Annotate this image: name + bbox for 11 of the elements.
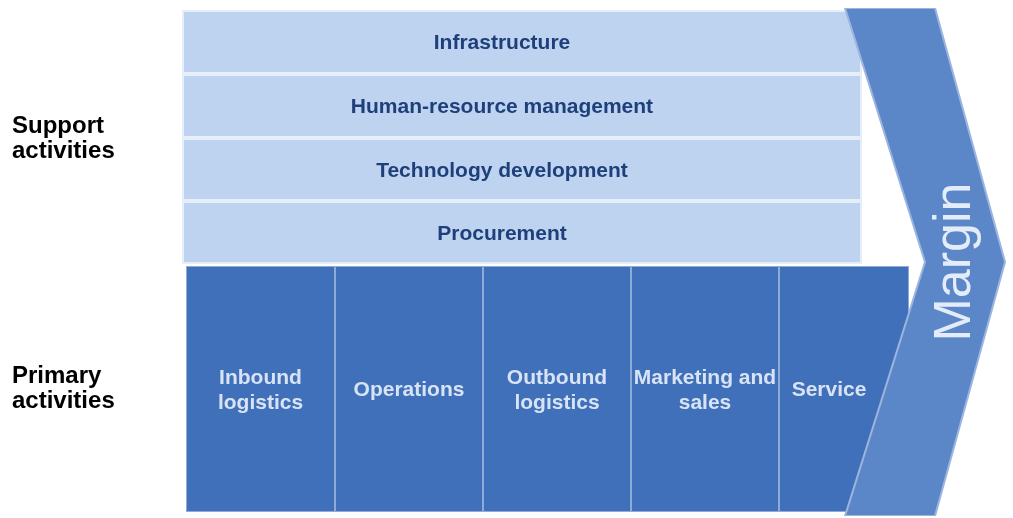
activity-column: Marketing and sales <box>631 266 779 512</box>
activity-band: Human-resource management <box>182 74 862 138</box>
activity-band: Technology development <box>182 138 862 201</box>
activity-column: Outbound logistics <box>483 266 631 512</box>
row-label: Support activities <box>12 112 116 163</box>
activity-band: Infrastructure <box>182 10 862 74</box>
activity-column: Operations <box>335 266 483 512</box>
margin-label: Margin <box>922 182 982 342</box>
activity-column: Inbound logistics <box>186 266 335 512</box>
row-label: Primary activities <box>12 362 116 413</box>
activity-band: Procurement <box>182 201 862 264</box>
